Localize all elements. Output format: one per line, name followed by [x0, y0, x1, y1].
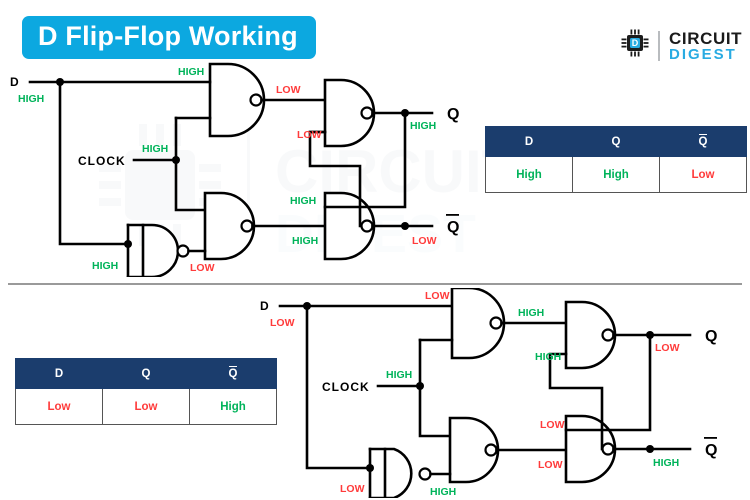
- value-latch-bot-in-top: LOW: [540, 419, 565, 431]
- value-nand1-out: HIGH: [518, 307, 544, 319]
- value-nand1-in-top: HIGH: [178, 66, 204, 78]
- cell-qbar: Low: [659, 156, 747, 193]
- table-row: Low Low High: [15, 388, 277, 425]
- input-label-clock: CLOCK: [322, 380, 370, 394]
- value-d: LOW: [270, 317, 295, 329]
- value-qbar: HIGH: [653, 457, 679, 469]
- section-divider: [8, 283, 742, 285]
- input-label-d: D: [260, 299, 270, 313]
- microchip-icon: D: [620, 28, 650, 63]
- output-label-qbar: Q: [446, 214, 459, 236]
- cell-d: High: [485, 156, 573, 193]
- page-title: D Flip-Flop Working: [22, 16, 316, 59]
- output-label-q: Q: [447, 106, 459, 123]
- svg-text:Q: Q: [447, 219, 459, 236]
- value-inv-out: HIGH: [430, 486, 456, 498]
- value-inv-out: LOW: [190, 262, 215, 274]
- output-label-qbar: Q: [704, 437, 717, 459]
- value-q: LOW: [655, 342, 680, 354]
- cell-q: High: [572, 156, 660, 193]
- truth-table-d-high: D Q Q High High Low: [485, 126, 747, 193]
- table-header-row: D Q Q: [485, 126, 747, 157]
- column-header-q: Q: [572, 126, 660, 157]
- value-clock: HIGH: [142, 143, 168, 155]
- value-nand1-in-top: LOW: [425, 290, 450, 302]
- table-row: High High Low: [485, 156, 747, 193]
- value-latch-top-in: HIGH: [535, 351, 561, 363]
- value-inv-in: HIGH: [92, 260, 118, 272]
- output-label-q: Q: [705, 328, 717, 345]
- column-header-qbar: Q: [189, 358, 277, 389]
- value-inv-in: LOW: [340, 483, 365, 495]
- value-clock: HIGH: [386, 369, 412, 381]
- truth-table-d-low: D Q Q Low Low High: [15, 358, 277, 425]
- svg-text:D: D: [632, 38, 639, 48]
- logo-divider: [658, 30, 660, 61]
- circuit-diagram-bottom: D LOW CLOCK HIGH LOW HIGH LOW HIGH LOW H…: [260, 288, 717, 498]
- value-latch-top-in: LOW: [297, 129, 322, 141]
- logo-text-digest: DIGEST: [669, 45, 737, 63]
- column-header-d: D: [485, 126, 573, 157]
- value-d: HIGH: [18, 93, 44, 105]
- circuit-diagram-top: D HIGH CLOCK HIGH HIGH LOW HIGH LOW HIGH…: [10, 62, 459, 277]
- cell-d: Low: [15, 388, 103, 425]
- value-latch-bot-in-top: HIGH: [290, 195, 316, 207]
- brand-logo: D CIRCUIT DIGEST: [620, 28, 742, 63]
- value-nand2-out: LOW: [538, 459, 563, 471]
- column-header-q: Q: [102, 358, 190, 389]
- cell-q: Low: [102, 388, 190, 425]
- cell-qbar: High: [189, 388, 277, 425]
- value-q: HIGH: [410, 120, 436, 132]
- svg-text:Q: Q: [705, 442, 717, 459]
- table-header-row: D Q Q: [15, 358, 277, 389]
- logo-text-circuit: CIRCUIT: [669, 28, 743, 48]
- value-qbar: LOW: [412, 235, 437, 247]
- value-nand2-out: HIGH: [292, 235, 318, 247]
- column-header-d: D: [15, 358, 103, 389]
- value-nand1-out: LOW: [276, 84, 301, 96]
- column-header-qbar: Q: [659, 126, 747, 157]
- input-label-clock: CLOCK: [78, 154, 126, 168]
- input-label-d: D: [10, 75, 20, 89]
